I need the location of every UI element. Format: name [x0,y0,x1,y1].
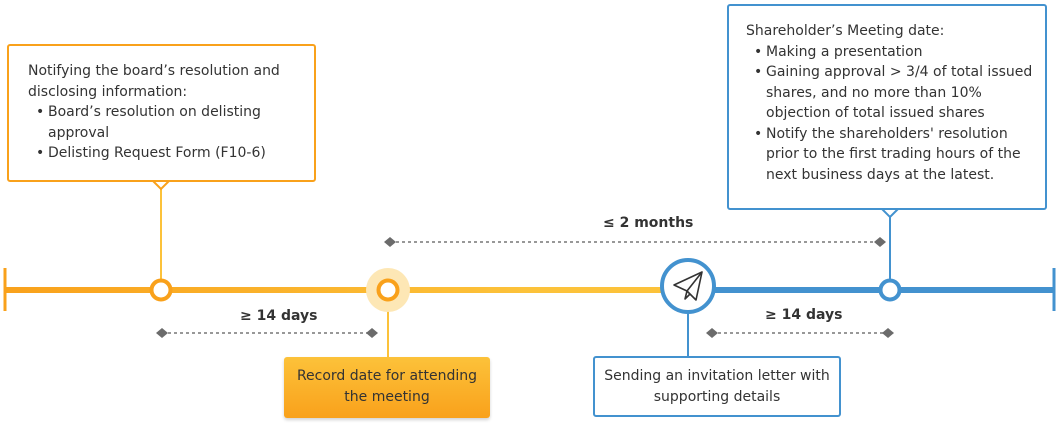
board-box-pointer [152,180,170,191]
shareholder-meeting-box: Shareholder’s Meeting date: Making a pre… [727,4,1047,210]
meeting-box-list: Making a presentation Gaining approval >… [746,42,1035,186]
fourteen-days-after-interval [706,328,894,338]
invite-milestone-marker [660,258,716,314]
list-item: Board’s resolution on delisting approval [36,102,304,143]
invitation-letter-box: Sending an invitation letter with suppor… [593,356,841,417]
meeting-milestone-marker [878,278,902,302]
list-item: Notify the shareholders' resolution prio… [754,124,1035,186]
record-date-box: Record date for attending the meeting [284,357,490,418]
meeting-box-pointer [881,208,899,219]
fourteen-days-after-label: ≥ 14 days [765,307,843,323]
invitation-letter-label: Sending an invitation letter with suppor… [604,368,830,405]
list-item: Gaining approval > 3/4 of total issued s… [754,62,1035,124]
record-date-label: Record date for attending the meeting [296,368,478,405]
board-box-heading: Notifying the board’s resolution and dis… [28,63,280,100]
board-resolution-box: Notifying the board’s resolution and dis… [7,44,316,182]
two-months-label: ≤ 2 months [603,215,694,231]
list-item: Delisting Request Form (F10-6) [36,143,304,164]
board-box-list: Board’s resolution on delisting approval… [28,102,304,164]
list-item: Making a presentation [754,42,1035,63]
two-months-interval [384,237,886,247]
fourteen-days-before-label: ≥ 14 days [240,308,318,324]
fourteen-days-before-interval [156,328,378,338]
board-milestone-marker [149,278,173,302]
meeting-box-heading: Shareholder’s Meeting date: [746,23,945,39]
paper-plane-icon [673,271,703,301]
record-milestone-marker [366,268,410,312]
timeline-line [5,287,1055,293]
